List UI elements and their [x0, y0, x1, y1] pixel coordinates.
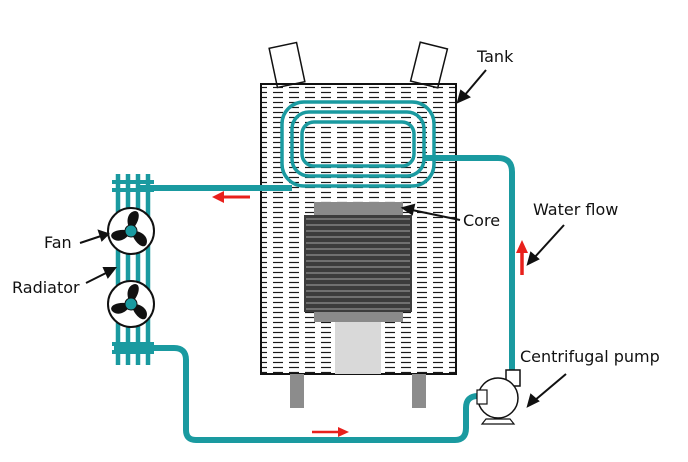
fan-pointer [79, 229, 110, 244]
tank-label: Tank [476, 47, 514, 66]
core-pointer [400, 203, 461, 221]
water-flow-pointer [526, 224, 565, 266]
centrifugal-pump [476, 369, 521, 425]
water-flow-label: Water flow [533, 200, 618, 219]
flow-arrow-right [312, 427, 349, 437]
fan-icon [107, 207, 155, 255]
cooling-coil [280, 100, 436, 188]
water-piping [114, 155, 515, 443]
flow-arrow-left [212, 191, 250, 203]
bushing-right [409, 41, 449, 89]
fan-icon [107, 280, 155, 328]
pump-pointer [526, 373, 567, 408]
radiator-label: Radiator [12, 278, 80, 297]
radiator-pointer [85, 267, 118, 284]
core [304, 202, 412, 374]
tank-leg-right [412, 374, 426, 408]
core-label: Core [463, 211, 500, 230]
fan-label: Fan [44, 233, 72, 252]
radiator [112, 174, 154, 365]
tank-pointer [456, 69, 487, 104]
bushing-left [268, 41, 306, 89]
pump-label: Centrifugal pump [520, 347, 660, 366]
flow-arrow-up [516, 240, 528, 275]
tank-leg-left [290, 374, 304, 408]
